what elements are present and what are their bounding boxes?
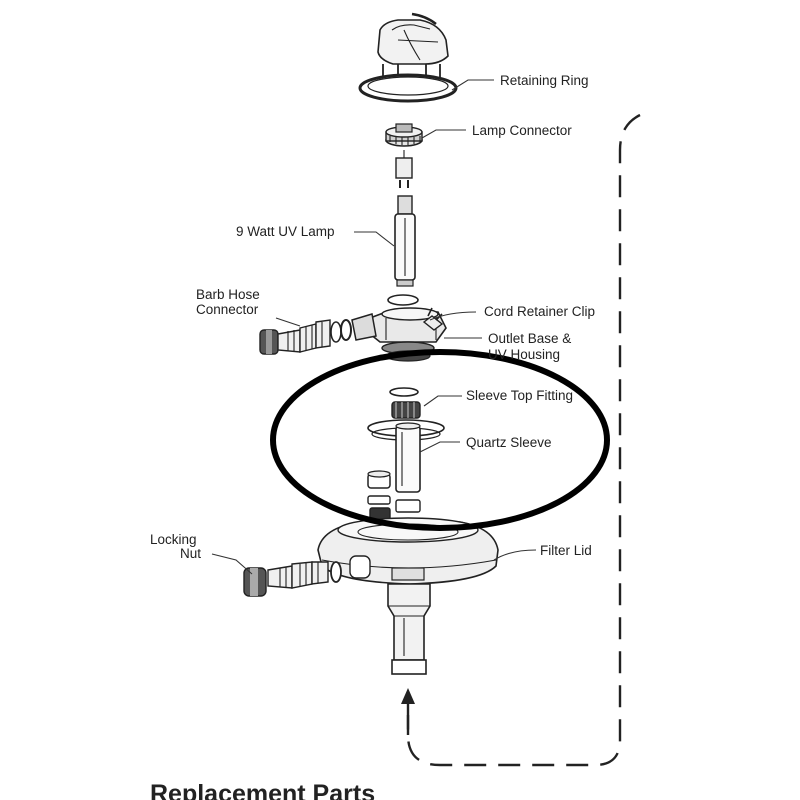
lamp-cap [377,12,449,65]
label-quartz-sleeve: Quartz Sleeve [466,435,552,450]
leader-lines [211,79,537,575]
lower-hose-connector [267,561,342,589]
label-filter-lid: Filter Lid [540,543,592,558]
flow-dashed-path [406,113,641,767]
label-uv-lamp: 9 Watt UV Lamp [236,224,335,239]
filter-lid [317,517,499,585]
label-locking-nut-line1: Locking [150,532,197,547]
o-ring [387,294,419,306]
quartz-sleeve [395,422,421,493]
label-locking-nut-line2: Nut [180,546,201,561]
label-cord-retainer-clip: Cord Retainer Clip [484,304,595,319]
section-heading: Replacement Parts [150,780,375,800]
retaining-ring [358,73,458,103]
ellipse-highlight [270,349,610,531]
label-barb-hose-line1: Barb Hose [196,287,260,302]
label-outlet-base-line2: UV Housing [488,347,560,362]
label-lamp-connector: Lamp Connector [472,123,572,138]
barb-hose-connector [259,319,352,355]
label-retaining-ring: Retaining Ring [500,73,589,88]
up-arrow-icon [401,688,415,735]
label-barb-hose-line2: Connector [196,302,259,317]
label-outlet-base-line1: Outlet Base & [488,331,571,346]
small-fittings [367,470,421,521]
label-sleeve-top-fitting: Sleeve Top Fitting [466,388,573,403]
uv-lamp [394,195,416,287]
lamp-connector [385,123,423,188]
locking-nut [243,567,267,597]
lid-outlet-pipe [387,583,431,675]
